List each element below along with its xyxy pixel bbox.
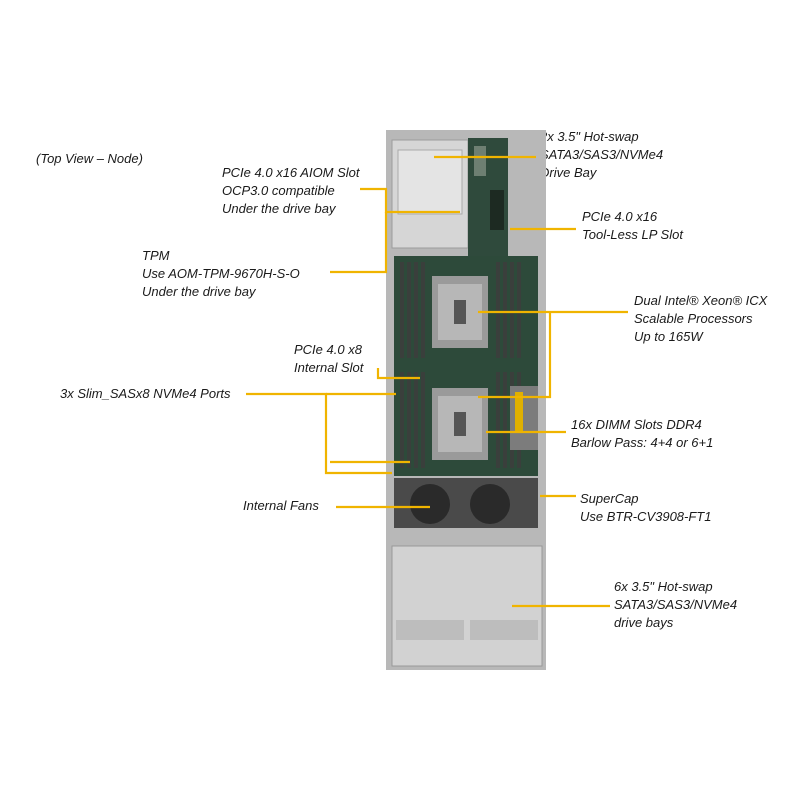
- callout-front-bays: 6x 3.5" Hot-swap SATA3/SAS3/NVMe4 drive …: [614, 578, 737, 632]
- riser-cable: [515, 392, 523, 432]
- dimm: [407, 262, 411, 358]
- leader-cpu-bracket: [478, 312, 552, 399]
- dimm: [510, 262, 514, 358]
- dimm: [407, 372, 411, 468]
- dimm: [421, 372, 425, 468]
- callout-aiom-slot: PCIe 4.0 x16 AIOM Slot OCP3.0 compatible…: [222, 164, 360, 218]
- lp-slot-connector: [490, 190, 504, 230]
- callout-top-drive-bay-line1: 2x 3.5" Hot-swap: [540, 129, 639, 144]
- callout-cpu: Dual Intel® Xeon® ICX Scalable Processor…: [634, 292, 767, 346]
- drive-vent: [470, 620, 538, 640]
- callout-fans: Internal Fans: [243, 497, 319, 515]
- view-label-text: (Top View – Node): [36, 151, 143, 166]
- heatsink-clip: [454, 300, 466, 324]
- callout-top-drive-bay: 2x 3.5" Hot-swap SATA3/SAS3/NVMe4 Drive …: [540, 128, 663, 182]
- callout-top-drive-bay-line2: SATA3/SAS3/NVMe4: [540, 147, 664, 162]
- callout-fans-line1: Internal Fans: [243, 498, 319, 513]
- callout-tpm-line3: Under the drive bay: [142, 284, 256, 299]
- leader-internal-slot: [376, 368, 420, 380]
- callout-internal-slot-line1: PCIe 4.0 x8: [294, 342, 362, 357]
- callout-dimm-line1: 16x DIMM Slots DDR4: [571, 417, 702, 432]
- dimm: [503, 262, 507, 358]
- callout-cpu-line1: Dual Intel® Xeon® ICX: [634, 293, 768, 308]
- callout-cpu-line2: Scalable Processors: [634, 311, 753, 326]
- callout-lp-slot: PCIe 4.0 x16 Tool-Less LP Slot: [582, 208, 683, 244]
- callout-cpu-line3: Up to 165W: [634, 329, 703, 344]
- heatsink-clip: [454, 412, 466, 436]
- callout-aiom-line1: PCIe 4.0 x16 AIOM Slot: [222, 165, 360, 180]
- callout-slim-sas-line1: 3x Slim_SASx8 NVMe4 Ports: [60, 386, 231, 401]
- callout-lp-slot-line1: PCIe 4.0 x16: [582, 209, 658, 224]
- view-label: (Top View – Node): [36, 150, 143, 168]
- lp-slot-component: [474, 146, 486, 176]
- leader-aiom: [360, 187, 460, 214]
- callout-aiom-line3: Under the drive bay: [222, 201, 336, 216]
- callout-supercap-line2: Use BTR-CV3908-FT1: [580, 509, 712, 524]
- callout-supercap: SuperCap Use BTR-CV3908-FT1: [580, 490, 711, 526]
- drive-vent: [396, 620, 464, 640]
- dimm: [414, 372, 418, 468]
- leader-slim-sas: [246, 392, 392, 475]
- dimm: [421, 262, 425, 358]
- callout-tpm: TPM Use AOM-TPM-9670H-S-O Under the driv…: [142, 247, 300, 301]
- callout-dimm: 16x DIMM Slots DDR4 Barlow Pass: 4+4 or …: [571, 416, 713, 452]
- leader-tpm: [330, 212, 388, 274]
- callout-lp-slot-line2: Tool-Less LP Slot: [582, 227, 683, 242]
- dimm: [400, 372, 404, 468]
- callout-supercap-line1: SuperCap: [580, 491, 639, 506]
- callout-aiom-line2: OCP3.0 compatible: [222, 183, 335, 198]
- callout-tpm-line2: Use AOM-TPM-9670H-S-O: [142, 266, 300, 281]
- dimm: [496, 372, 500, 468]
- rear-drive-bay-cover: [397, 149, 463, 215]
- callout-front-bays-line2: SATA3/SAS3/NVMe4: [614, 597, 738, 612]
- cpu-heatsink-2: [432, 388, 488, 460]
- dimm: [400, 262, 404, 358]
- dimm: [496, 262, 500, 358]
- dimm: [517, 262, 521, 358]
- fan-icon: [410, 484, 450, 524]
- callout-front-bays-line3: drive bays: [614, 615, 674, 630]
- callout-front-bays-line1: 6x 3.5" Hot-swap: [614, 579, 713, 594]
- dimm: [414, 262, 418, 358]
- dimm: [503, 372, 507, 468]
- callout-top-drive-bay-line3: Drive Bay: [540, 165, 597, 180]
- callout-internal-slot: PCIe 4.0 x8 Internal Slot: [294, 341, 363, 377]
- callout-dimm-line2: Barlow Pass: 4+4 or 6+1: [571, 435, 714, 450]
- callout-slim-sas: 3x Slim_SASx8 NVMe4 Ports: [60, 385, 231, 403]
- callout-internal-slot-line2: Internal Slot: [294, 360, 364, 375]
- callout-tpm-line1: TPM: [142, 248, 170, 263]
- fan-icon: [470, 484, 510, 524]
